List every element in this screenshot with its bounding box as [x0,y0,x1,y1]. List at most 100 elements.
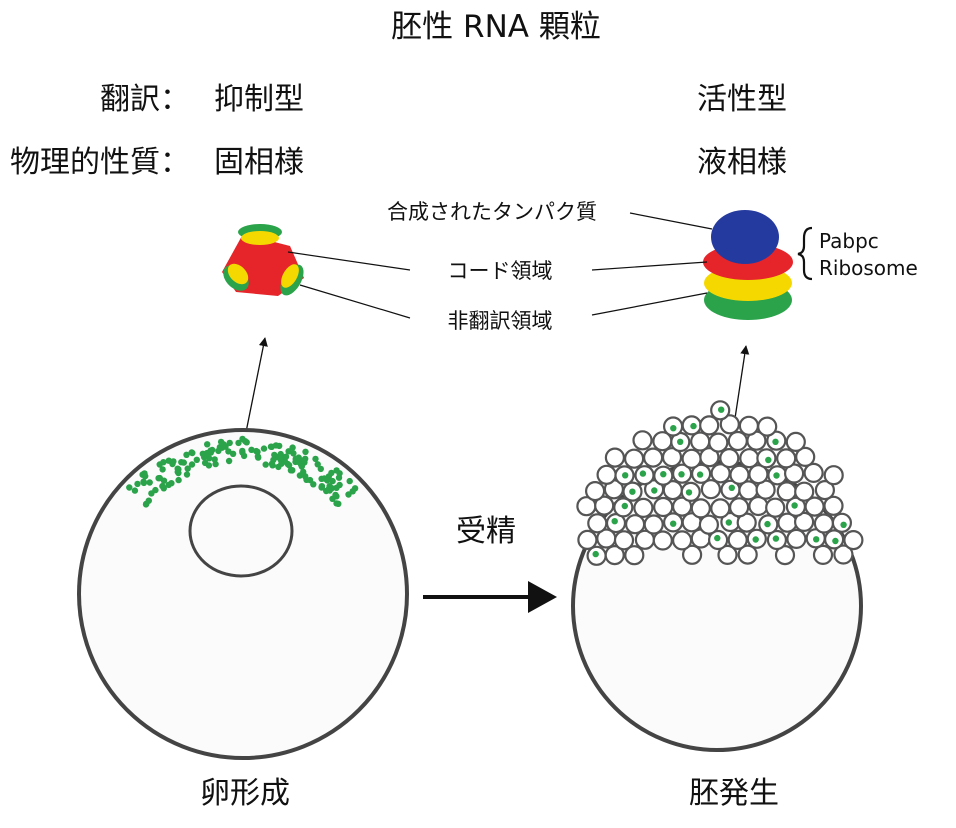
physical-right-value: 液相様 [697,145,787,180]
blastomere [681,544,703,565]
embryo [571,400,864,752]
fertilization-arrowhead [528,581,557,613]
granule-dot [813,536,820,543]
granule-dot [725,519,732,526]
granule-dot [333,500,340,507]
blastomere [613,530,635,551]
blastomere [708,432,729,453]
granule-dot [718,406,725,413]
granule-protein [711,210,779,264]
granule-dot [346,477,353,485]
brace-item-ribosome: Ribosome [819,256,918,280]
oocyte-granule-dots [126,435,359,508]
blastomere [719,448,740,469]
blastomere [739,448,760,469]
granule-dot [310,481,317,488]
granule-dot [728,484,735,491]
blastomere [843,529,864,551]
granule-dot [303,476,310,483]
blastomere [587,513,608,534]
granule-dot [611,518,618,525]
blastomere [774,544,796,566]
granule-dot [205,455,213,462]
granule-dot [752,536,759,543]
granule-dot [155,475,162,482]
granule-dot [302,448,309,455]
granule-dot [184,465,191,472]
granule-dot [212,460,219,468]
fertilization-label: 受精 [456,514,516,549]
granule-dot [670,425,677,432]
granule-dot [336,481,343,489]
granule-dot [225,457,233,465]
blastomere [642,447,664,468]
granule-dot [205,462,213,469]
blastomere [814,480,836,501]
granule-dot [670,520,677,527]
granule-dot [218,444,226,451]
granule-dot [239,447,246,455]
granule-dot [285,448,292,455]
blastomere [632,430,653,451]
granule-dot [651,487,658,494]
blastomere [653,496,674,518]
blastomere [737,544,758,565]
blastomere [699,415,720,436]
blastomere [812,544,834,566]
blastomere [633,497,654,518]
granule-dot [791,502,798,509]
protein-leader-line [629,212,713,230]
granule-dot [764,520,771,528]
blastomere [700,479,722,500]
granule-dot [253,447,260,455]
blastomere [671,530,693,551]
translation-label: 翻訳： [100,82,190,117]
granule-dot [345,491,352,498]
granule-coding-cap-top [241,231,279,245]
blastomere [681,448,702,469]
granule-dot [268,443,275,450]
granule-dot [288,467,296,474]
blastomere [623,448,645,469]
blastomere [785,431,806,452]
granule-dot [292,455,299,463]
granule-dot [193,456,200,463]
blastomere [719,414,740,435]
granule-dot [592,550,599,558]
granule-dot [332,491,339,499]
blastomere [624,514,646,535]
granule-coding-cap-right [281,264,299,288]
oocyte [77,428,409,760]
blastomere [757,416,778,437]
granule-dot [183,471,191,478]
granule-dot [621,502,628,510]
granule-dot [321,475,328,482]
blastomere [596,464,617,485]
blastomere [661,447,683,468]
protein-callout: 合成されたタンパク質 [387,200,597,224]
granule-dot [832,537,839,545]
granule-dot [225,448,232,455]
granule-dot [270,456,277,464]
granule-dot [840,521,847,528]
utr-leader-line-right [591,292,708,316]
granule-dot [685,489,693,496]
blastomere [794,481,815,502]
granule-dot [160,485,167,492]
granule-dot [188,461,196,468]
granule-dot [300,468,307,476]
brace [797,226,813,281]
granule-coding-cap-left [227,263,249,285]
blastomere [803,462,824,483]
granule-dot [677,438,684,445]
granule-dot [772,438,779,445]
blastomere [823,495,844,516]
granule-dot [217,438,225,446]
oocyte-membrane [77,428,409,760]
blastomere [793,511,815,533]
blastomere [813,513,835,534]
blastomere [738,415,760,436]
granule-dot [262,461,269,468]
blastomere [776,448,797,469]
